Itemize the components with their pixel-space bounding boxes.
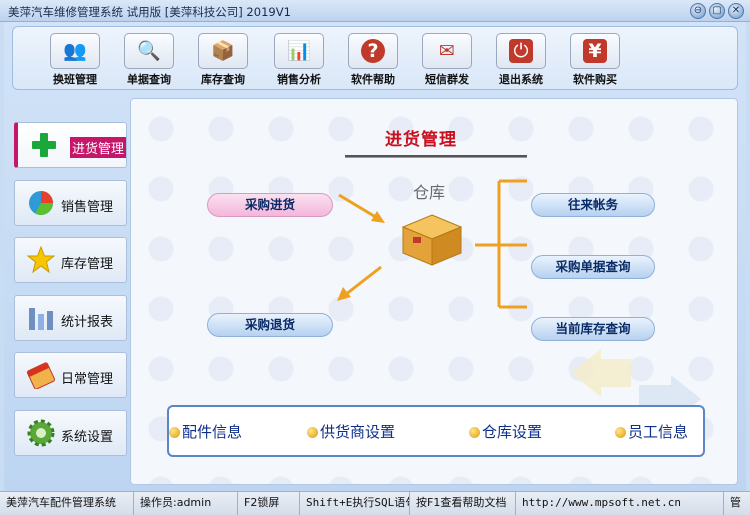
staff-info-link[interactable]: 员工信息 bbox=[615, 421, 688, 442]
sidebar: 进货管理 销售管理 库存管理 统计报表 bbox=[14, 98, 130, 482]
toolbar-label: 软件购买 bbox=[573, 73, 617, 86]
main-panel: 进货管理 采购进货 采购退货 仓库 bbox=[130, 98, 738, 485]
inventory-query-button[interactable]: 📦 库存查询 bbox=[193, 33, 253, 86]
app-frame: 👥 换班管理 🔍 单据查询 📦 库存查询 📊 销售分析 ? 软件帮助 ✉ 短信群… bbox=[4, 22, 746, 491]
status-help-hint: 按F1查看帮助文档 bbox=[410, 492, 516, 515]
window-title: 美萍汽车维修管理系统 试用版 [美萍科技公司] 2019V1 bbox=[8, 5, 291, 19]
bullet-icon bbox=[307, 427, 318, 438]
boxes-icon: 📦 bbox=[198, 33, 248, 69]
purchase-in-button[interactable]: 采购进货 bbox=[207, 193, 333, 217]
toolbar-label: 销售分析 bbox=[277, 73, 321, 86]
maximize-button[interactable]: ▢ bbox=[709, 3, 725, 19]
purchase-doc-query-button[interactable]: 采购单据查询 bbox=[531, 255, 655, 279]
status-app-name: 美萍汽车配件管理系统 bbox=[0, 492, 134, 515]
star-icon bbox=[27, 246, 55, 274]
magnifier-icon: 🔍 bbox=[124, 33, 174, 69]
bullet-icon bbox=[615, 427, 626, 438]
toolbar-label: 单据查询 bbox=[127, 73, 171, 86]
minimize-button[interactable]: ⊖ bbox=[690, 3, 706, 19]
status-bar: 美萍汽车配件管理系统 操作员:admin F2锁屏 Shift+E执行SQL语句… bbox=[0, 491, 750, 515]
sidebar-item-inventory[interactable]: 库存管理 bbox=[14, 237, 127, 283]
status-website[interactable]: http://www.mpsoft.net.cn bbox=[516, 492, 724, 515]
parts-info-link[interactable]: 配件信息 bbox=[169, 421, 242, 442]
sidebar-item-label: 销售管理 bbox=[61, 200, 114, 215]
help-icon: ? bbox=[348, 33, 398, 69]
sales-analysis-button[interactable]: 📊 销售分析 bbox=[269, 33, 329, 86]
plus-icon bbox=[32, 133, 56, 157]
toolbar-label: 软件帮助 bbox=[351, 73, 395, 86]
close-button[interactable]: ✕ bbox=[728, 3, 744, 19]
software-help-button[interactable]: ? 软件帮助 bbox=[343, 33, 403, 86]
sidebar-item-sales[interactable]: 销售管理 bbox=[14, 180, 127, 226]
people-icon: 👥 bbox=[50, 33, 100, 69]
sidebar-item-daily[interactable]: 日常管理 bbox=[14, 352, 127, 398]
bullet-icon bbox=[469, 427, 480, 438]
sidebar-item-label: 日常管理 bbox=[61, 372, 114, 387]
status-sql-hint: Shift+E执行SQL语句 bbox=[300, 492, 410, 515]
status-extra: 管 bbox=[730, 496, 741, 509]
warehouse-settings-link[interactable]: 仓库设置 bbox=[469, 421, 542, 442]
current-stock-query-button[interactable]: 当前库存查询 bbox=[531, 317, 655, 341]
toolbar-label: 短信群发 bbox=[425, 73, 469, 86]
warehouse-box-icon bbox=[401, 214, 463, 266]
title-bar: 美萍汽车维修管理系统 试用版 [美萍科技公司] 2019V1 ⊖ ▢ ✕ bbox=[0, 0, 750, 22]
calendar-icon bbox=[27, 362, 55, 389]
sidebar-item-label: 库存管理 bbox=[61, 257, 114, 272]
sidebar-item-settings[interactable]: 系统设置 bbox=[14, 410, 127, 456]
buy-software-button[interactable]: ¥ 软件购买 bbox=[565, 33, 625, 86]
bar-chart-icon: 📊 bbox=[274, 33, 324, 69]
pie-chart-icon bbox=[29, 191, 53, 216]
toolbar-label: 换班管理 bbox=[53, 73, 97, 86]
sidebar-item-label: 进货管理 bbox=[70, 137, 127, 158]
envelope-icon: ✉ bbox=[422, 33, 472, 69]
sidebar-item-label: 统计报表 bbox=[61, 315, 114, 330]
toolbar-label: 库存查询 bbox=[201, 73, 245, 86]
sms-broadcast-button[interactable]: ✉ 短信群发 bbox=[417, 33, 477, 86]
bullet-icon bbox=[169, 427, 180, 438]
exit-system-button[interactable]: ⏻ 退出系统 bbox=[491, 33, 551, 86]
yen-icon: ¥ bbox=[570, 33, 620, 69]
gear-icon bbox=[27, 419, 55, 447]
warehouse-label: 仓库 bbox=[413, 183, 446, 202]
power-icon: ⏻ bbox=[496, 33, 546, 69]
sidebar-item-reports[interactable]: 统计报表 bbox=[14, 295, 127, 341]
toolbar: 👥 换班管理 🔍 单据查询 📦 库存查询 📊 销售分析 ? 软件帮助 ✉ 短信群… bbox=[12, 26, 738, 90]
page-title: 进货管理 bbox=[385, 130, 457, 150]
shift-management-button[interactable]: 👥 换班管理 bbox=[45, 33, 105, 86]
bar-chart-icon bbox=[29, 308, 53, 330]
status-operator: 操作员:admin bbox=[134, 492, 238, 515]
shortcut-panel: 配件信息 供货商设置 仓库设置 员工信息 bbox=[167, 405, 705, 457]
document-query-button[interactable]: 🔍 单据查询 bbox=[119, 33, 179, 86]
supplier-settings-link[interactable]: 供货商设置 bbox=[307, 421, 395, 442]
purchase-return-button[interactable]: 采购退货 bbox=[207, 313, 333, 337]
sidebar-item-purchase[interactable]: 进货管理 bbox=[14, 122, 127, 168]
accounts-button[interactable]: 往来帐务 bbox=[531, 193, 655, 217]
status-lock-hint: F2锁屏 bbox=[238, 492, 300, 515]
sidebar-item-label: 系统设置 bbox=[61, 430, 114, 445]
toolbar-label: 退出系统 bbox=[499, 73, 543, 86]
title-underline bbox=[345, 155, 527, 158]
